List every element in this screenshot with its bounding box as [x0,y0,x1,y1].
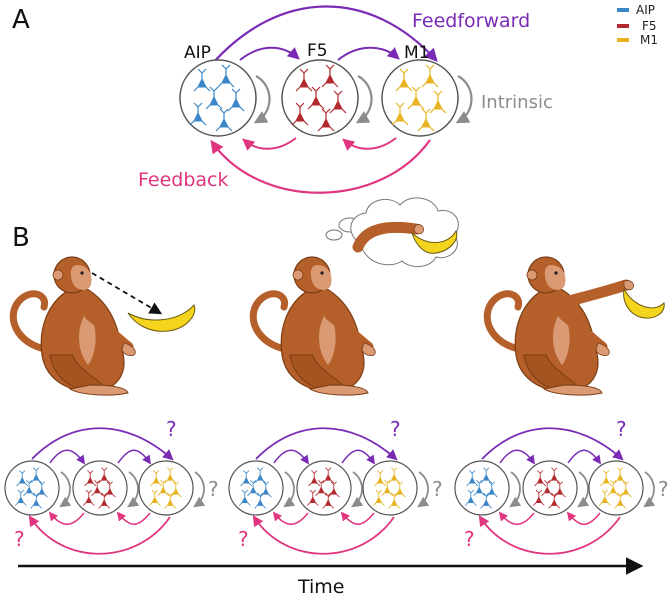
mini-feedback-short [340,511,375,525]
banana-1 [127,304,196,332]
feedback-arrow-f5-aip [242,137,297,151]
mini-intrinsic-loop-m1 [193,471,206,508]
mini-feedforward-long [255,427,398,461]
feedforward-label: Feedforward [412,10,530,32]
mini-intrinsic-loop-aip [59,471,72,508]
monkey-stage-reach [487,257,665,395]
unknown-intrinsic-mark: ? [658,477,669,501]
unknown-intrinsic-mark: ? [432,477,443,501]
unknown-intrinsic-mark: ? [208,477,219,501]
mini-feedforward-short [499,449,536,465]
area-label-f5: F5 [307,41,328,61]
mini-intrinsic-loop-f5 [127,471,140,508]
unknown-feedforward-mark: ? [616,417,627,441]
mini-intrinsic-loop-m1 [643,471,656,508]
mini-feedback-short [272,511,309,525]
mini-intrinsic-loop-f5 [577,471,590,508]
banana-2 [410,229,458,254]
mini-intrinsic-loop-aip [509,471,522,508]
feedback-arrow-long [210,139,431,194]
unknown-feedback-mark: ? [14,527,25,551]
legend-swatch-f5 [617,24,629,28]
legend-label-f5: F5 [642,19,657,33]
feedback-label: Feedback [138,169,228,191]
mini-feedforward-short [49,449,86,465]
area-label-m1: M1 [404,43,429,63]
feedforward-arrow-long [211,5,438,65]
mini-intrinsic-loop-aip [283,471,296,508]
legend-swatch-aip [617,8,629,12]
area-label-aip: AIP [184,43,211,63]
thought-bubble-small [325,229,343,241]
banana-3 [623,287,665,319]
area-circle-aip [179,59,257,137]
mini-feedforward-short [341,449,376,465]
mini-feedforward-long [481,427,624,461]
mini-networks: ????????? [4,417,669,555]
mini-feedback-short [498,511,535,525]
area-circle-m1 [381,59,459,137]
time-axis-label: Time [297,576,345,594]
mini-network-2: ??? [228,417,443,555]
unknown-feedback-mark: ? [238,527,249,551]
intrinsic-loop-f5 [355,75,373,124]
mini-feedback-short [566,511,601,525]
legend-label-m1: M1 [640,33,658,47]
mini-feedforward-short [273,449,310,465]
legend-swatch-m1 [617,38,629,42]
mini-feedback-short [116,511,151,525]
feedforward-arrow-f5-m1 [337,46,400,61]
feedback-arrow-m1-f5 [342,137,397,151]
panel-b-label: B [12,223,30,253]
legend-label-aip: AIP [636,3,655,17]
intrinsic-label: Intrinsic [481,92,553,113]
monkey-stage-imagine [253,197,459,395]
monkey-stage-look [13,257,196,395]
unknown-feedback-mark: ? [464,527,475,551]
panel-a-network: Feedforward AIP F5 M1 Intrinsic [138,5,553,194]
gaze-arrow [91,272,163,315]
mini-feedforward-short [567,449,602,465]
area-circle-f5 [281,59,359,137]
mini-network-3: ??? [454,417,669,555]
mini-feedback-long [28,515,171,555]
reaching-arm [556,279,632,309]
mini-intrinsic-loop-m1 [417,471,430,508]
mini-intrinsic-loop-f5 [351,471,364,508]
mini-feedback-long [478,515,621,555]
panel-a-label: A [12,5,30,35]
mini-feedforward-short [117,449,152,465]
feedforward-arrow-aip-f5 [239,46,300,61]
intrinsic-loop-m1 [455,75,473,124]
unknown-feedforward-mark: ? [166,417,177,441]
imagined-arm [352,221,422,253]
mini-feedback-long [252,515,395,555]
unknown-feedforward-mark: ? [390,417,401,441]
mini-feedforward-long [31,427,174,461]
intrinsic-loop-aip [253,75,271,124]
mini-feedback-short [48,511,85,525]
legend: AIP F5 M1 [617,3,658,47]
mini-network-1: ??? [4,417,219,555]
